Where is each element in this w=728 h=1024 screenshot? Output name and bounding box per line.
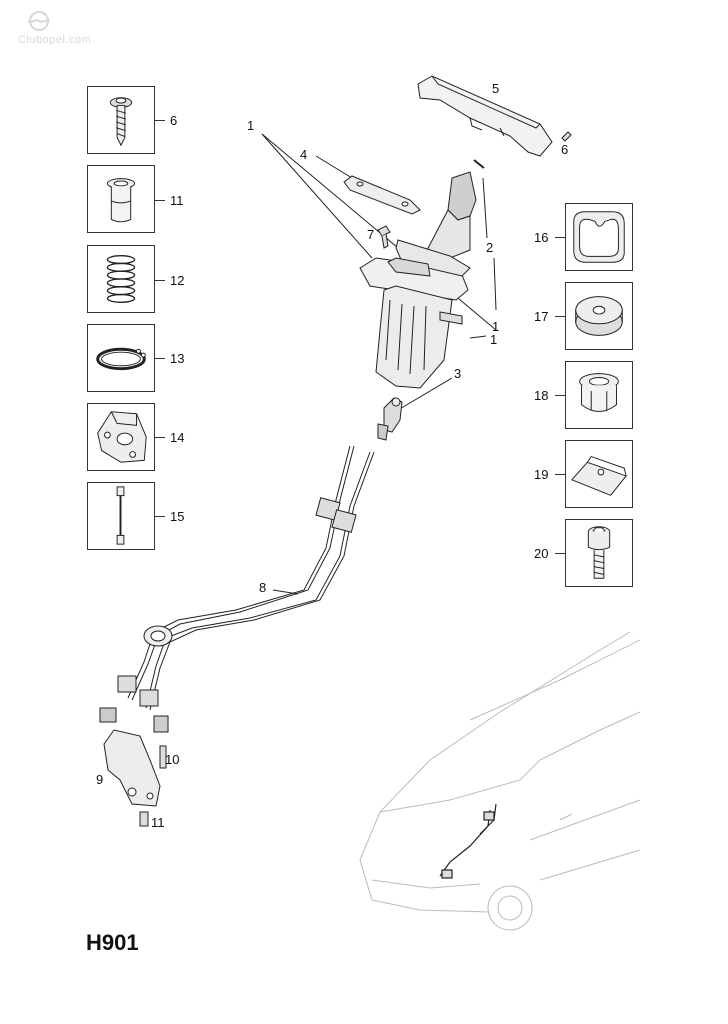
part-box-18[interactable] (565, 361, 633, 429)
part-box-16[interactable] (565, 203, 633, 271)
opel-logo-icon (27, 11, 51, 31)
part-box-12[interactable] (87, 245, 155, 313)
part-label-6: 6 (170, 113, 178, 128)
leader-line-1a (261, 133, 373, 259)
bolt-part (377, 225, 391, 249)
part-label-11: 11 (170, 193, 184, 208)
part-label-16: 16 (534, 230, 549, 245)
gear-shift-assembly (359, 171, 477, 389)
coil-spring-icon (106, 255, 136, 303)
part-box-15[interactable] (87, 482, 155, 550)
rod-link-icon (116, 486, 125, 545)
part-label-18: 18 (534, 388, 549, 403)
callout-8: 8 (259, 580, 267, 595)
part-box-13[interactable] (87, 324, 155, 392)
cable-bracket-part (103, 729, 161, 807)
part-box-19[interactable] (565, 440, 633, 508)
bracket-plate-icon (97, 411, 147, 463)
callout-1-right-a: 1 (492, 319, 500, 334)
part-label-19: 19 (534, 467, 549, 482)
screw-with-washer-icon (109, 97, 133, 147)
part-box-17[interactable] (565, 282, 633, 350)
callout-5: 5 (492, 81, 500, 96)
part-label-17: 17 (534, 309, 549, 324)
shift-cover-part (417, 75, 553, 157)
part-label-20: 20 (534, 546, 549, 561)
callout-11: 11 (151, 815, 165, 830)
selector-joint-part (377, 397, 403, 441)
callout-2: 2 (486, 240, 494, 255)
shift-cable-part (99, 445, 375, 733)
callout-1-top: 1 (247, 118, 255, 133)
part-label-13: 13 (170, 351, 185, 366)
spring-clip-icon (571, 455, 627, 496)
part-box-6[interactable] (87, 86, 155, 154)
callout-6: 6 (561, 142, 569, 157)
socket-head-bolt-icon (587, 526, 611, 579)
callout-9: 9 (96, 772, 104, 787)
vehicle-cable-highlight (439, 803, 497, 879)
small-screw-part (561, 131, 572, 142)
gasket-plate-part (343, 175, 421, 215)
part-box-11[interactable] (87, 165, 155, 233)
callout-3: 3 (454, 366, 462, 381)
callout-4: 4 (300, 147, 308, 162)
bracket-sleeve-part (139, 811, 149, 827)
washer-disc-icon (575, 296, 623, 336)
vehicle-illustration (359, 631, 641, 931)
bracket-bolt-part (159, 745, 167, 769)
page-code: H901 (86, 930, 139, 955)
callout-7: 7 (367, 227, 375, 242)
callout-1-right-b: 1 (490, 332, 498, 347)
circlip-ring-icon (96, 347, 146, 371)
part-box-20[interactable] (565, 519, 633, 587)
rubber-bushing-icon (573, 211, 625, 263)
grommet-icon (579, 373, 619, 412)
part-box-14[interactable] (87, 403, 155, 471)
part-label-14: 14 (170, 430, 185, 445)
callout-10: 10 (165, 752, 180, 767)
watermark-text: Clubopel.com (18, 34, 92, 46)
part-label-15: 15 (170, 509, 185, 524)
sleeve-bushing-icon (106, 178, 136, 223)
part-label-12: 12 (170, 273, 185, 288)
